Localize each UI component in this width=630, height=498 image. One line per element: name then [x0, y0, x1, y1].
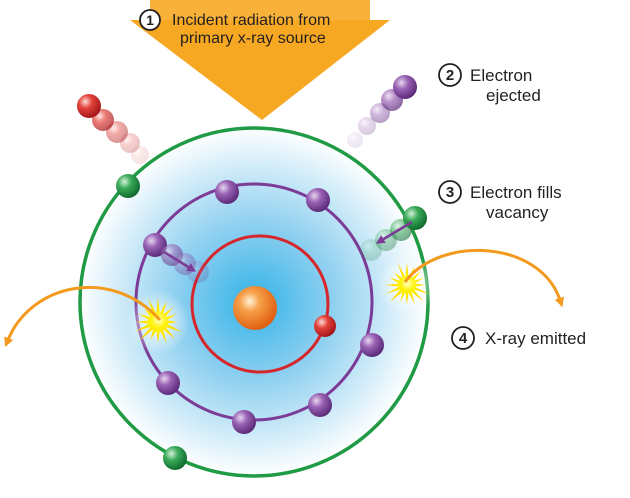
starburst-icon-right: [377, 255, 437, 315]
step-number: 3: [446, 184, 454, 201]
step-2-label: 2 Electron ejected: [438, 63, 541, 105]
middle-electron: [143, 233, 167, 257]
ejected-middle-electron-trail: [347, 75, 417, 148]
step-text-line1: Electron: [470, 66, 532, 85]
outer-electron: [163, 446, 187, 470]
xray-emitted-arrow-left: [4, 285, 162, 348]
step-1-label: 1 Incident radiation from primary x-ray …: [139, 9, 330, 47]
inner-electron: [314, 315, 336, 337]
middle-electron: [360, 333, 384, 357]
middle-electron: [306, 188, 330, 212]
inner-shell: [190, 234, 330, 374]
step-text-line2: ejected: [486, 86, 541, 105]
ejected-inner-electron-trail: [77, 94, 149, 164]
incident-arrow-shaft: [150, 0, 370, 22]
electron-transition-right: [360, 219, 413, 261]
step-number: 4: [459, 330, 468, 347]
step-4-label: 4 X-ray emitted: [451, 326, 586, 350]
xray-emitted-arrow-right: [403, 248, 564, 308]
step-text-line2: primary x-ray source: [180, 30, 326, 47]
step-number: 1: [146, 12, 154, 28]
step-number: 2: [446, 67, 454, 84]
step-text-line1: X-ray emitted: [485, 329, 586, 348]
step-3-label: 3 Electron fills vacancy: [438, 180, 562, 222]
step-text-line1: Electron fills: [470, 183, 562, 202]
nucleus: [233, 286, 277, 330]
middle-electron: [308, 393, 332, 417]
incident-radiation-arrow: [130, 20, 390, 120]
step-text-line2: vacancy: [486, 203, 549, 222]
step-text-line1: Incident radiation from: [172, 12, 330, 29]
outer-electron: [116, 174, 140, 198]
middle-electron: [215, 180, 239, 204]
electron-transition-left: [161, 244, 209, 283]
middle-electron: [156, 371, 180, 395]
middle-electron: [232, 410, 256, 434]
